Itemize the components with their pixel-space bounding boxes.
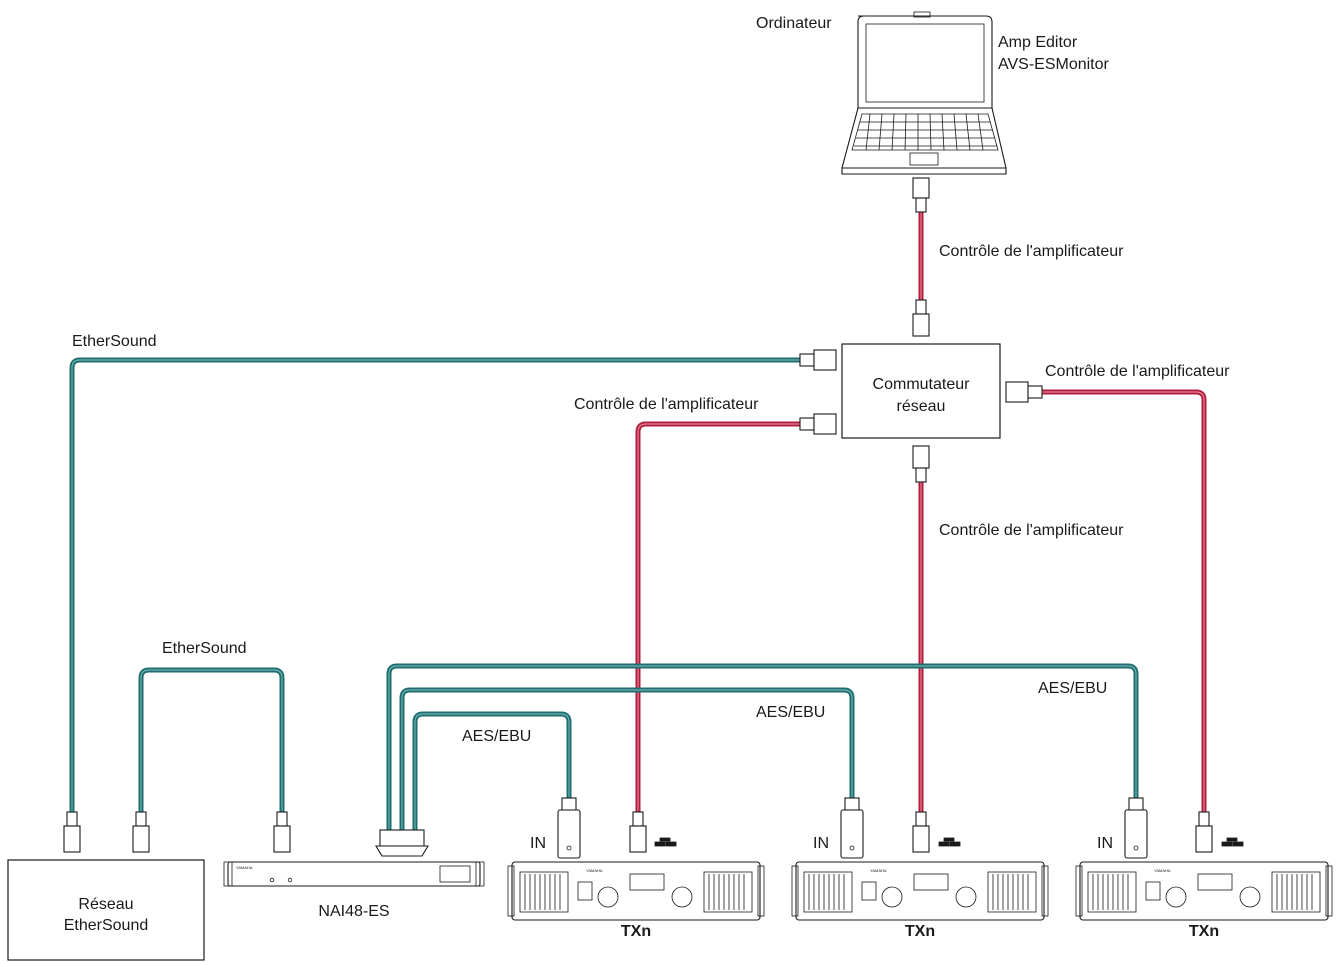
nai48-es-label: NAI48-ES [318,903,389,920]
cable-aes-ebu-txn-3 [386,663,1139,832]
cables [69,212,1207,832]
network-label-line2: EtherSound [64,917,149,934]
software-label-amp-editor: Amp Editor [998,34,1078,51]
cable-aes-ebu-txn-2 [399,687,855,832]
cable-switch-to-txn-3 [1040,389,1207,812]
aes-ebu-label-3: AES/EBU [1038,680,1107,697]
ethersound-network [7,859,205,961]
amp-control-label-top: Contrôle de l'amplificateur [939,243,1124,260]
rj45-plug-icon [273,811,291,853]
rj45-plug-icon [912,445,930,483]
txn-amplifier-2 [791,861,1049,921]
txn-amplifier-3 [1075,861,1333,921]
in-label-2: IN [813,835,829,852]
rj45-plug-icon [799,349,837,371]
rj45-plug-icon [799,413,837,435]
network-switch [841,343,1001,439]
cable-aes-ebu-txn-1 [412,711,572,832]
laptop-computer-icon [841,11,1007,175]
network-port-icon [654,837,1244,847]
rj45-plug-icon [132,811,150,853]
nai48-es-device [223,861,485,887]
brand-label-txn-1: YAMAHA [586,868,603,873]
labels: Ordinateur Amp Editor AVS-ESMonitor Cont… [64,15,1230,940]
switch-label-line2: réseau [897,398,946,415]
xlr-plug-icon [840,797,864,859]
ethersound-label-mid: EtherSound [162,640,247,657]
xlr-plugs [557,797,1148,859]
cable-ethersound-network-to-nai [138,667,285,812]
rj45-plug-icon [912,811,930,853]
computer-label: Ordinateur [756,15,832,32]
rj45-plug-icon [1005,381,1043,403]
cable-ethersound-switch-to-network [69,357,800,812]
rj45-plugs [63,177,1213,853]
txn-amplifier-1 [507,861,765,921]
brand-label-nai: YAMAHA [236,865,253,870]
rj45-plug-icon [1195,811,1213,853]
aes-ebu-label-1: AES/EBU [462,728,531,745]
switch-label-line1: Commutateur [873,376,971,393]
rj45-plugs-horizontal [799,349,1043,435]
in-label-1: IN [530,835,546,852]
txn-label-2: TXn [905,923,935,940]
software-label-avs-esmonitor: AVS-ESMonitor [998,56,1110,73]
brand-label-txn-3: YAMAHA [1154,868,1171,873]
brand-label-txn-2: YAMAHA [870,868,887,873]
txn-label-1: TXn [621,923,651,940]
txn-label-3: TXn [1189,923,1219,940]
cable-switch-to-txn-1 [635,421,800,812]
rj45-plug-icon [629,811,647,853]
d-sub-connector-icon [375,829,429,857]
amp-control-label-bottom: Contrôle de l'amplificateur [939,522,1124,539]
rj45-plug-icon [912,299,930,337]
rj45-plug-icon [63,811,81,853]
ethersound-label-top: EtherSound [72,333,157,350]
in-label-3: IN [1097,835,1113,852]
amp-control-label-right: Contrôle de l'amplificateur [1045,363,1230,380]
rj45-plug-icon [912,177,930,213]
aes-ebu-label-2: AES/EBU [756,704,825,721]
xlr-plug-icon [1124,797,1148,859]
xlr-plug-icon [557,797,581,859]
network-label-line1: Réseau [78,896,133,913]
amp-control-label-left: Contrôle de l'amplificateur [574,396,759,413]
